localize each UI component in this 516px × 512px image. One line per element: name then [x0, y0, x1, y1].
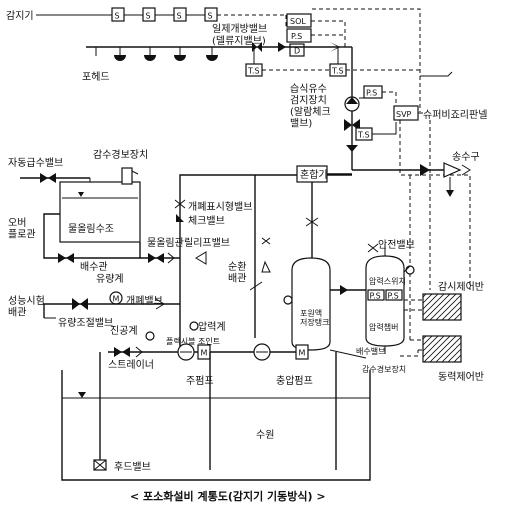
svg-text:SOL: SOL	[290, 17, 306, 26]
detector-label: 감지기	[6, 10, 34, 22]
pressure-chamber: 압력스위치 P.S P.S 압력챔버	[365, 244, 406, 354]
foot-valve-label: 후드밸브	[114, 461, 151, 473]
water-source-tank: 수원 후드밸브	[61, 352, 371, 481]
svg-text:M: M	[113, 295, 120, 304]
low-water-switch-label: 감수경보장치	[362, 364, 406, 374]
svg-text:혼합기: 혼합기	[300, 168, 328, 181]
foam-head-icon	[206, 55, 218, 61]
water-source-label: 수원	[256, 429, 274, 441]
low-water-alarm-label: 감수경보장치	[93, 148, 148, 161]
svg-text:M: M	[201, 349, 208, 358]
alarm-check-valve: P.S T.S	[344, 85, 397, 152]
svg-text:S: S	[146, 12, 151, 21]
svg-text:S: S	[177, 12, 182, 21]
svg-text:T.S: T.S	[331, 67, 344, 76]
check-valve-label: 체크밸브	[188, 215, 225, 227]
svg-text:압력챔버: 압력챔버	[369, 322, 398, 332]
svg-text:M: M	[299, 349, 306, 358]
drain-pipe-label: 배수관	[80, 261, 108, 273]
relief-valve-label: 릴리프밸브	[184, 236, 230, 249]
jockey-pump: M	[253, 343, 309, 361]
priming-tank	[59, 181, 141, 243]
svg-text:물올림수조: 물올림수조	[68, 223, 114, 235]
flow-meter-label: 유량계	[96, 273, 124, 285]
svg-text:P.S: P.S	[366, 89, 377, 98]
supervisory-panel-label: 슈퍼비죠리판넬	[423, 109, 487, 121]
main-pump: M	[177, 343, 211, 361]
svg-text:P.S: P.S	[388, 292, 399, 301]
vacuum-gauge-label: 진공계	[110, 325, 138, 337]
pressure-gauge-label: 압력계	[198, 320, 226, 333]
safety-valve-label: 안전밸브	[378, 239, 415, 251]
svg-text:S: S	[115, 12, 120, 21]
monitor-panel-icon	[422, 293, 462, 321]
foam-head-header: 포헤드	[82, 46, 250, 83]
jockey-pump-label: 충압펌프	[276, 374, 313, 387]
svg-text:P.S: P.S	[291, 32, 302, 41]
detector-row: 감지기 S S S S	[6, 7, 286, 22]
power-panel-label: 동력제어반	[438, 371, 484, 383]
svg-text:T.S: T.S	[247, 67, 260, 76]
flexible-joint-label: 플렉시블 조인트	[166, 336, 220, 346]
foam-head-label: 포헤드	[82, 71, 110, 83]
svg-text:D: D	[294, 47, 300, 56]
foam-head-icon	[144, 55, 156, 61]
flow-control-valve-label: 유량조절밸브	[58, 316, 113, 329]
shutoff-valve-label: 개폐밸브	[126, 295, 163, 307]
svg-text:S: S	[208, 12, 213, 21]
power-panel-icon	[422, 335, 462, 363]
fire-dept-connection-label: 송수구	[452, 151, 480, 163]
main-pump-label: 주펌프	[186, 375, 214, 387]
foam-head-icon	[174, 55, 186, 61]
drain-valve-label: 배수밸브	[356, 346, 385, 356]
svg-text:T.S: T.S	[357, 131, 370, 140]
deluge-valve-label: 일제개방밸브	[212, 23, 267, 35]
foam-head-icon	[114, 55, 126, 61]
svg-text:P.S: P.S	[370, 292, 381, 301]
svg-text:압력스위치: 압력스위치	[369, 276, 406, 286]
deluge-valve-sub-label: (델류지밸브)	[212, 35, 266, 47]
diagram-title: < 포소화설비 계통도(감지기 기동방식) >	[130, 489, 326, 503]
priming-pipe-label: 물올림관	[147, 237, 184, 249]
test-valve-label: 개폐표시형밸브	[188, 201, 252, 213]
strainer-label: 스트레이너	[108, 359, 154, 371]
svg-text:SVP: SVP	[396, 110, 412, 119]
monitor-panel-label: 감시제어반	[438, 281, 484, 293]
fire-dept-connection-icon	[443, 162, 462, 178]
auto-feed-valve-label: 자동급수밸브	[8, 157, 63, 169]
motor-icon	[295, 344, 309, 360]
